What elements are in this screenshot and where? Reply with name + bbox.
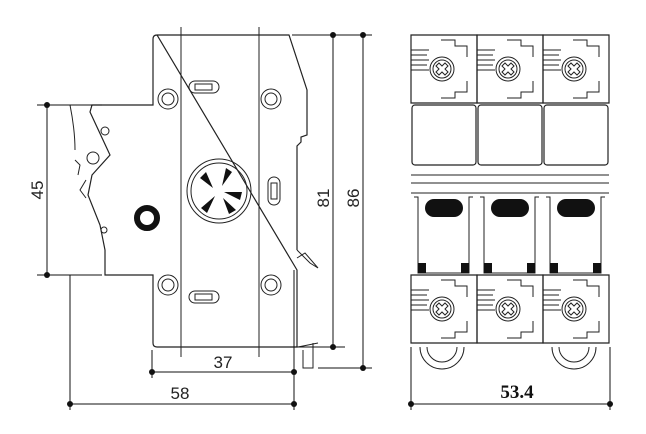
mounting-hole	[134, 205, 160, 231]
dimension-37: 37	[149, 270, 297, 410]
dim-58-label: 58	[171, 384, 190, 403]
dim-37-label: 37	[214, 353, 233, 372]
dimension-58: 58	[67, 275, 297, 410]
dimension-81: 81	[290, 32, 345, 350]
din-clips-front	[419, 346, 597, 370]
dim-81-label: 81	[314, 189, 333, 208]
front-view	[411, 35, 609, 370]
dim-86-label: 86	[344, 189, 363, 208]
dimension-86: 86	[318, 32, 372, 371]
slots	[188, 80, 281, 304]
side-view	[69, 27, 319, 369]
pole-3	[543, 35, 609, 343]
latch-detail	[69, 104, 319, 269]
dimension-53-4: 53.4	[408, 347, 613, 410]
pole-2	[477, 35, 543, 343]
rotary-indicator-icon	[186, 158, 252, 224]
din-clip	[297, 342, 319, 369]
dimension-45: 45	[28, 102, 102, 278]
rivet-holes	[157, 88, 282, 296]
pole-1	[411, 35, 477, 343]
dim-45-label: 45	[28, 181, 47, 200]
body-outline	[87, 34, 308, 348]
dim-53-4-label: 53.4	[500, 382, 534, 403]
